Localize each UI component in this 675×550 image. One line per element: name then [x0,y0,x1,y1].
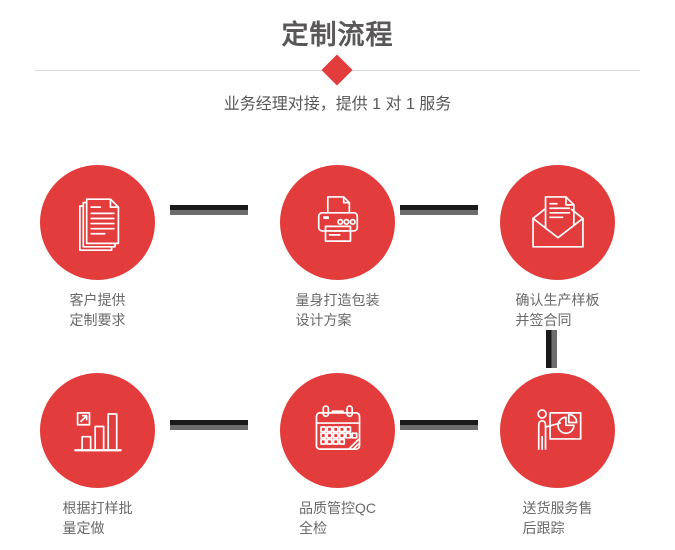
step-label-line1: 品质管控QC [299,500,376,516]
step-label-line2: 并签合同 [515,312,572,328]
step-quality-control: 品质管控QC 全检 [280,373,395,538]
step-circle [280,373,395,488]
step-label-line1: 根据打样批 [62,500,133,516]
step-label-line2: 量定做 [62,520,105,536]
step-label: 根据打样批 量定做 [40,498,155,538]
step-label-line1: 客户提供 [69,292,126,308]
connector-step1-step2 [170,205,248,215]
step-label-line2: 全检 [299,520,327,536]
step-label: 量身打造包装 设计方案 [280,290,395,330]
step-label: 确认生产样板 并签合同 [500,290,615,330]
step-customer-requirements: 客户提供 定制要求 [40,165,155,330]
subtitle: 业务经理对接，提供 1 对 1 服务 [223,96,452,113]
connector-step3-step6 [546,330,557,368]
step-circle [280,165,395,280]
step-label-line1: 送货服务售 [522,500,593,516]
bar-chart-icon [64,397,132,465]
step-label: 品质管控QC 全检 [280,498,395,538]
step-label-line2: 定制要求 [69,312,126,328]
step-circle [40,165,155,280]
printer-icon [304,189,372,257]
step-delivery-aftersales: 送货服务售 后跟踪 [500,373,615,538]
step-packaging-design: 量身打造包装 设计方案 [280,165,395,330]
page-title: 定制流程 [281,20,394,50]
step-label-line1: 量身打造包装 [295,292,380,308]
envelope-icon [524,189,592,257]
step-label: 客户提供 定制要求 [40,290,155,330]
documents-icon [64,189,132,257]
calendar-icon [304,397,372,465]
connector-step2-step3 [400,205,478,215]
step-label-line1: 确认生产样板 [515,292,600,308]
step-circle [40,373,155,488]
diamond-icon [321,54,353,86]
step-label-line2: 后跟踪 [522,520,565,536]
presenter-icon [524,397,592,465]
step-circle [500,165,615,280]
step-label-line2: 设计方案 [295,312,352,328]
connector-step5-step6 [400,420,478,430]
connector-step4-step5 [170,420,248,430]
step-batch-production: 根据打样批 量定做 [40,373,155,538]
step-circle [500,373,615,488]
step-label: 送货服务售 后跟踪 [500,498,615,538]
step-confirm-sample-contract: 确认生产样板 并签合同 [500,165,615,330]
